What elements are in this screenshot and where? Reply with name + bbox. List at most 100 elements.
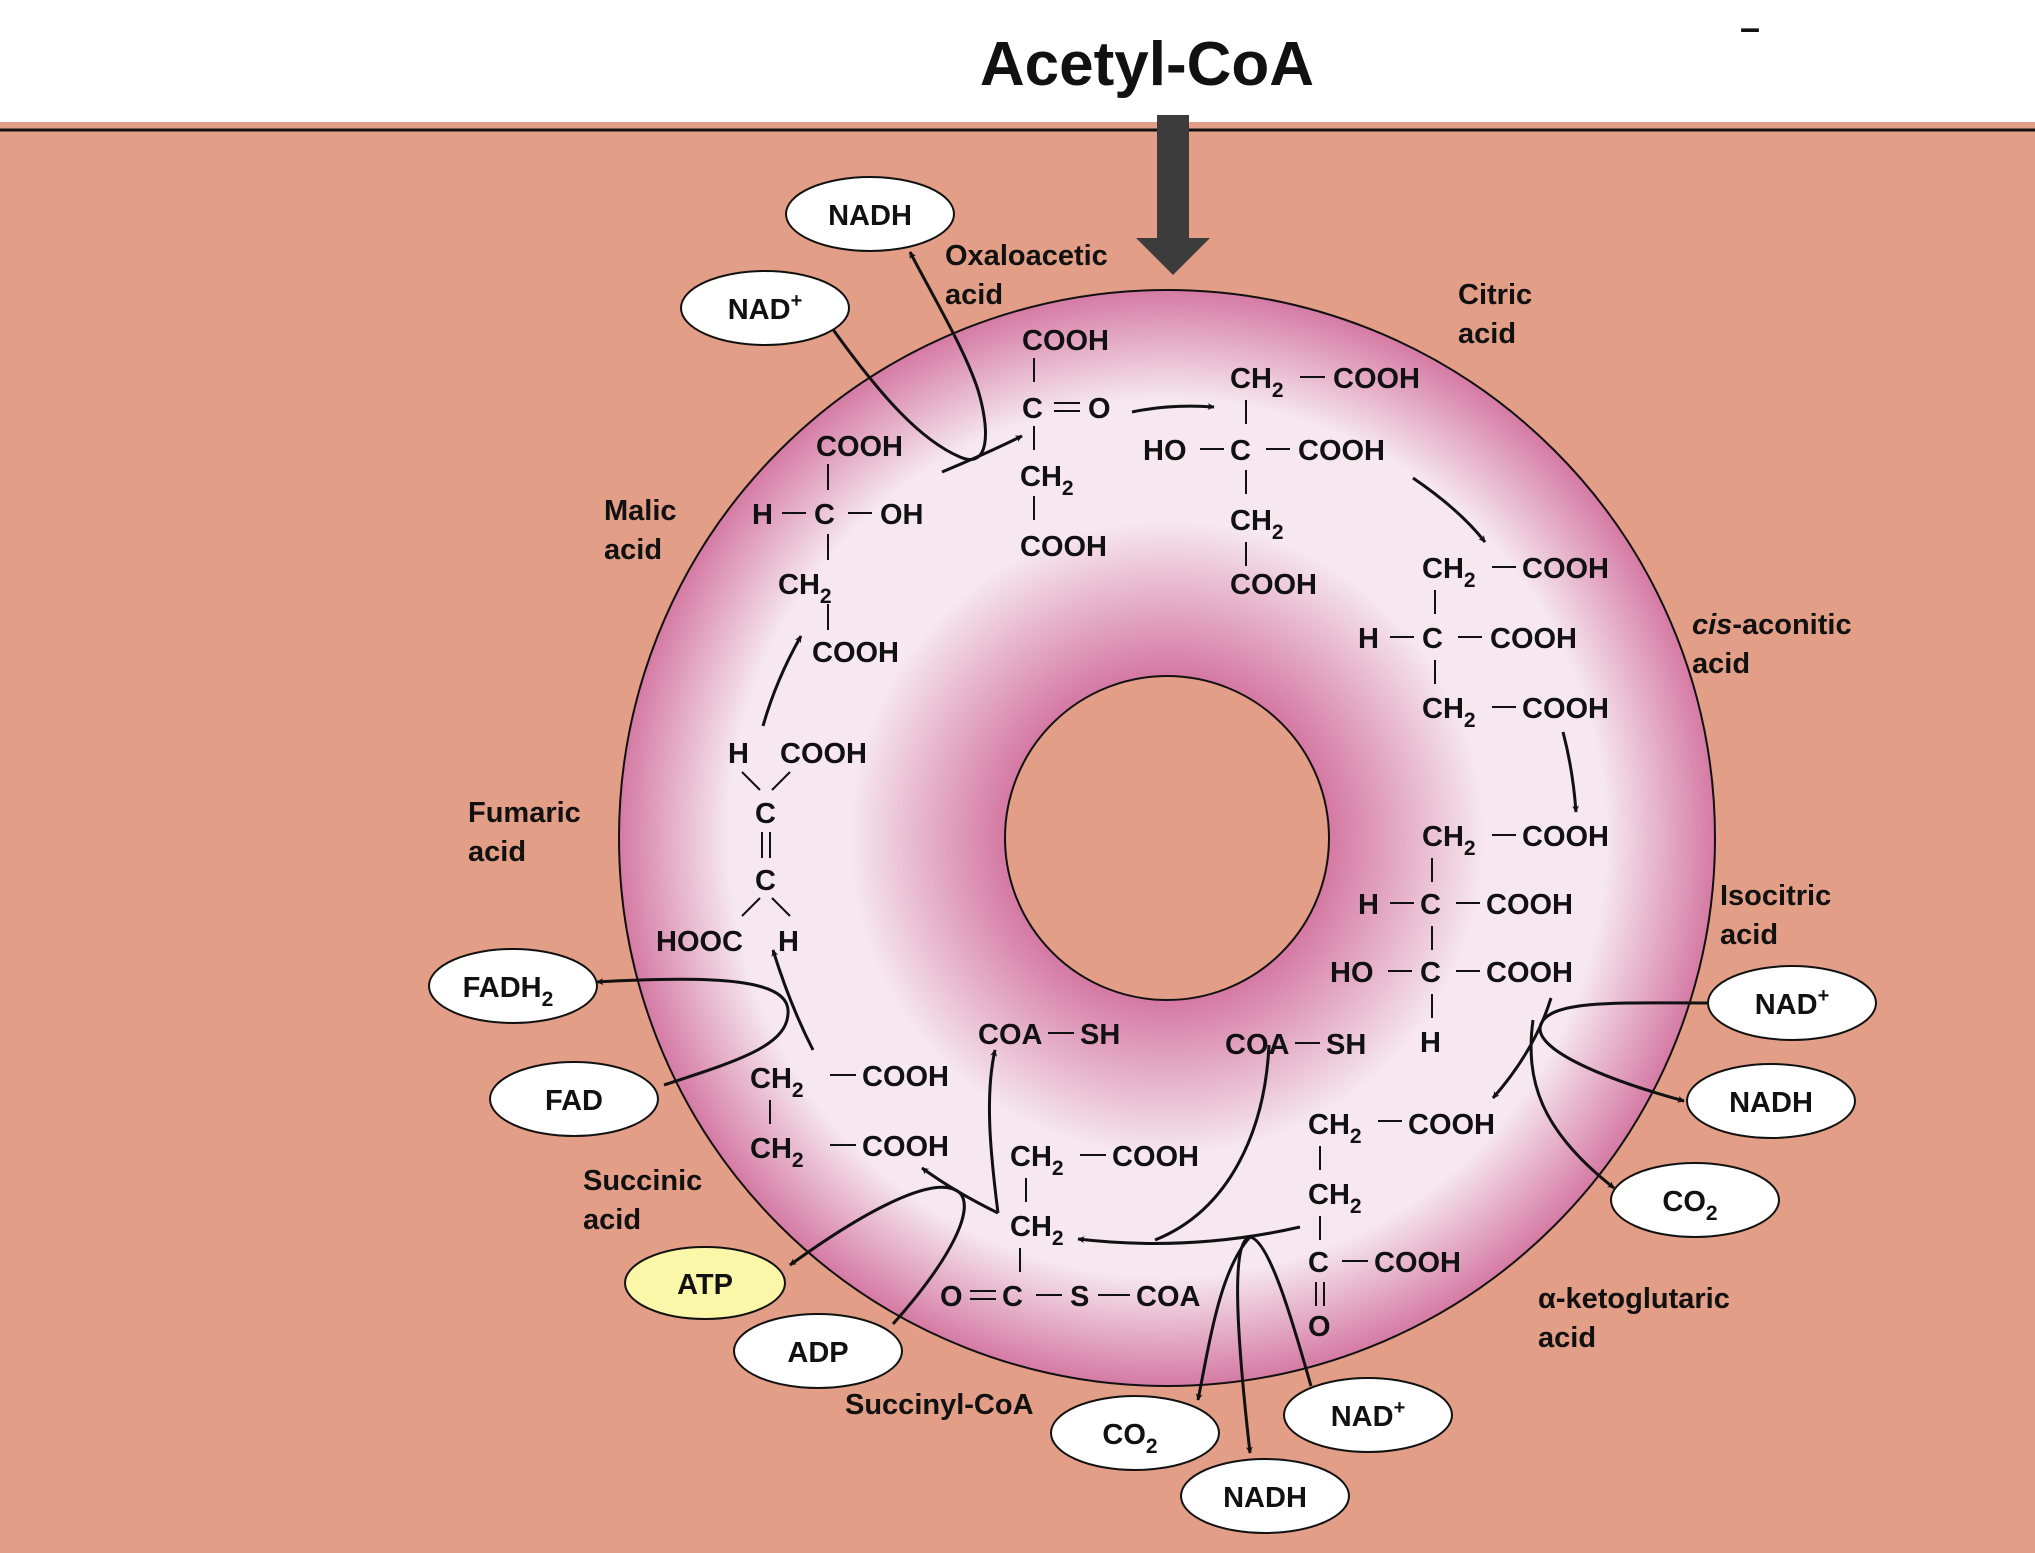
cofactors: NADH NAD+ NAD+ NADH CO2 NAD+ NADH CO2 [428,176,1877,1534]
oval-nad-bottom: NAD+ [1283,1377,1453,1453]
oval-label: CO2 [1662,1186,1717,1225]
suc-coa-coa: COA [1136,1281,1201,1313]
mal-c: C [814,499,835,531]
oval-co2-bottom: CO2 [1050,1395,1220,1471]
oxa-cooh-top: COOH [1022,325,1109,357]
oval-shape [1707,965,1877,1041]
fum-h-top: H [728,738,749,770]
iso-cooh-1: COOH [1522,821,1609,853]
mal-cooh-top: COOH [816,431,903,463]
oval-shape [1283,1377,1453,1453]
cycle-arrows [596,251,1708,1454]
arrow-fumaric-to-malic [761,635,803,727]
iso-c-1: C [1420,889,1441,921]
oval-shape [1050,1395,1220,1471]
title-acetyl-coa: Acetyl-CoA [980,30,1314,99]
arrow-coa-sh-left-out [987,1049,1000,1214]
oval-nad-top: NAD+ [680,270,850,346]
fum-h-bottom: H [778,926,799,958]
molecule-succinic-acid: CH2 COOH CH2 COOH [750,1061,949,1172]
oval-shape [733,1313,903,1389]
suc-coa-ch2-mid: CH2 [1010,1211,1064,1250]
oval-shape [428,948,598,1024]
molecule-malic-acid: COOH H C OH CH2 COOH [752,431,924,669]
oval-label: NAD+ [728,290,803,326]
iso-ho: HO [1330,957,1374,989]
cit-ho: HO [1143,435,1187,467]
oval-label: NADH [1223,1482,1307,1514]
oval-label: NAD+ [1755,985,1830,1021]
oval-label: CO2 [1102,1419,1157,1458]
iso-cooh-2: COOH [1486,889,1573,921]
molecule-isocitric-acid: CH2 COOH H C COOH HO C COOH H [1330,821,1609,1059]
dash-mark: – [1740,7,1760,48]
ring-hole [1004,675,1330,1001]
molecule-succinyl-coa: CH2 COOH CH2 O C S COA [940,1141,1201,1313]
cit-cooh-3: COOH [1230,569,1317,601]
fum-hooc: HOOC [656,926,743,958]
fum-cooh-top: COOH [780,738,867,770]
oval-shape [1180,1458,1350,1534]
bond [771,897,791,917]
arrow-adp-to-atp [789,1185,966,1325]
cit-ch2-bottom: CH2 [1230,505,1284,544]
coa-sh-left-sh: SH [1080,1019,1120,1051]
oxa-ch2: CH2 [1020,461,1074,500]
arrow-ketoglutaric-to-succinyl [1077,1225,1301,1245]
oxa-c: C [1022,393,1043,425]
oval-label: ADP [787,1337,848,1369]
arrow-cis-aconitic-to-isocitric [1561,731,1580,813]
oval-adp: ADP [733,1313,903,1389]
suc-coa-c: C [1002,1281,1023,1313]
cit-ch2-top: CH2 [1230,363,1284,402]
suc-coa-ch2-top: CH2 [1010,1141,1064,1180]
arrow-nad-to-nadh-right [1538,1001,1708,1103]
mal-cooh-bottom: COOH [812,637,899,669]
suc-coa-s: S [1070,1281,1089,1313]
coa-sh-left-coa: COA [978,1019,1043,1051]
arrow-citric-to-cis-aconitic [1412,476,1487,543]
molecule-oxaloacetic-acid: COOH C O CH2 COOH [1020,325,1111,563]
oval-shape [1610,1162,1780,1238]
succ-ch2-bottom: CH2 [750,1133,804,1172]
bond [741,771,761,791]
cit-c: C [1230,435,1251,467]
succ-ch2-top: CH2 [750,1063,804,1102]
arrow-co2-bottom-out [1195,1235,1252,1401]
iso-cooh-3: COOH [1486,957,1573,989]
molecule-fumaric-acid: H COOH C C HOOC H [656,738,867,958]
arrow-isocitric-to-ketoglutaric [1491,997,1553,1099]
arrow-fad-to-fadh2 [596,977,790,1087]
mal-ch2: CH2 [778,569,832,608]
succ-cooh-top: COOH [862,1061,949,1093]
cis-ch2-top: CH2 [1422,553,1476,592]
arrow-nad-bottom-in [1249,1235,1313,1387]
bond [771,771,791,791]
cit-cooh-2: COOH [1298,435,1385,467]
iso-c-2: C [1420,957,1441,989]
oval-fad: FAD [489,1061,659,1137]
arrow-nad-to-nadh-top [830,251,987,461]
acetyl-coa-entry-arrow [1136,115,1210,275]
oval-co2-right: CO2 [1610,1162,1780,1238]
oval-nad-right: NAD+ [1707,965,1877,1041]
arrow-coa-sh-right-in [1154,1044,1271,1242]
molecule-cis-aconitic-acid: CH2 COOH H C COOH CH2 COOH [1358,553,1609,732]
cit-cooh-1: COOH [1333,363,1420,395]
oval-atp: ATP [624,1246,786,1320]
coa-sh-left: COA SH [978,1019,1120,1051]
cis-c: C [1422,623,1443,655]
label-succinyl-coa: Succinyl-CoA [845,1389,1034,1421]
suc-coa-o: O [940,1281,963,1313]
molecule-citric-acid: CH2 COOH HO C COOH CH2 COOH [1143,363,1420,601]
molecule-ketoglutaric-acid: CH2 COOH CH2 C COOH O [1308,1109,1495,1343]
oval-label: NADH [1729,1087,1813,1119]
oval-shape [624,1246,786,1320]
fum-c-bottom: C [755,865,776,897]
oval-shape [785,176,955,252]
